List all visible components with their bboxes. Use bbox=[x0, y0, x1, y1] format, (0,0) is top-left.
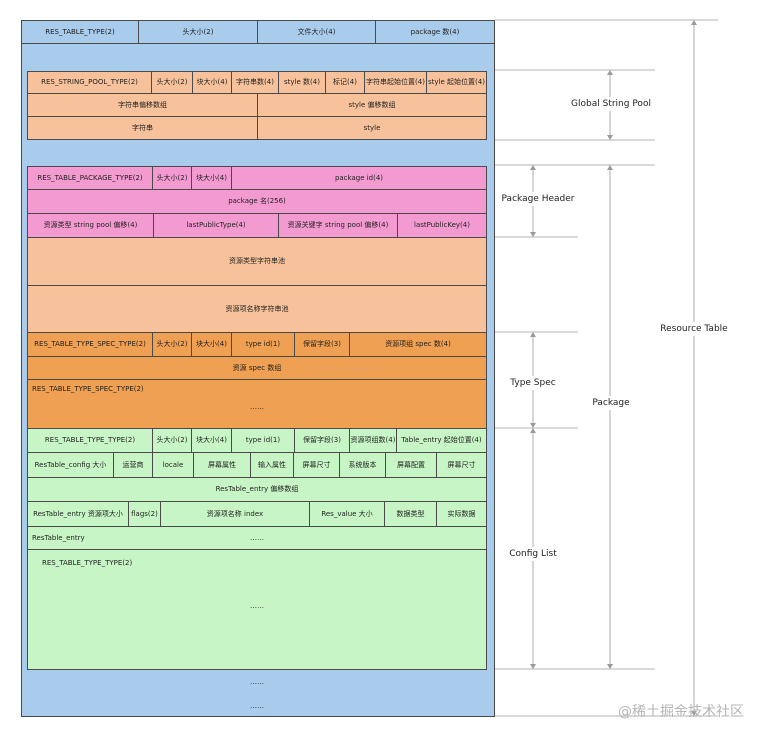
entry-flags: flags(2) bbox=[128, 501, 161, 527]
pkg-key-strings-offset: 资源关键字 string pool 偏移(4) bbox=[278, 213, 398, 238]
cfg-sdk-version: 系统版本 bbox=[339, 452, 386, 478]
cfg-carrier: 运营商 bbox=[113, 452, 153, 478]
spec-ellipsis: …… bbox=[250, 403, 264, 411]
header-res-table-type: RES_TABLE_TYPE(2) bbox=[21, 20, 139, 44]
cfg-config-size: ResTable_config 大小 bbox=[27, 452, 114, 478]
cfg-type: RES_TABLE_TYPE_TYPE(2) bbox=[27, 428, 153, 453]
spec-entry-count: 资源项组 spec 数(4) bbox=[349, 332, 487, 357]
label-resource-table: Resource Table bbox=[660, 322, 728, 336]
label-global-string-pool: Global String Pool bbox=[571, 97, 651, 111]
value-size: Res_value 大小 bbox=[309, 501, 385, 527]
cfg-reserved: 保留字段(3) bbox=[294, 428, 350, 453]
table-trailing-ellipsis-1: …… bbox=[250, 678, 264, 686]
label-config-list: Config List bbox=[509, 547, 557, 561]
faint-watermark: http://blog.csdn.net/... bbox=[318, 366, 385, 373]
header-package-count: package 数(4) bbox=[375, 20, 495, 44]
header-file-size: 文件大小(4) bbox=[257, 20, 376, 44]
cfg-screen-size-2: 屏幕尺寸 bbox=[436, 452, 487, 478]
cfg-next-ellipsis: …… bbox=[250, 602, 264, 610]
cfg-screen-attr: 屏幕属性 bbox=[193, 452, 251, 478]
cfg-next-title: RES_TABLE_TYPE_TYPE(2) bbox=[42, 559, 133, 567]
key-string-pool: 资源项名称字符串池 bbox=[27, 285, 487, 333]
value-data: 实际数据 bbox=[436, 501, 487, 527]
spec-next-title: RES_TABLE_TYPE_SPEC_TYPE(2) bbox=[32, 385, 144, 393]
value-data-type: 数据类型 bbox=[384, 501, 437, 527]
cfg-screen-config: 屏幕配置 bbox=[385, 452, 437, 478]
table-trailing-ellipsis-2: …… bbox=[250, 702, 264, 710]
gsp-strings: 字符串 bbox=[27, 116, 258, 140]
spec-next-block: RES_TABLE_TYPE_SPEC_TYPE(2) bbox=[27, 379, 487, 429]
type-string-pool: 资源类型字符串池 bbox=[27, 237, 487, 286]
cfg-chunk-size: 块大小(4) bbox=[191, 428, 232, 453]
label-type-spec: Type Spec bbox=[510, 376, 556, 390]
label-package: Package bbox=[592, 396, 630, 410]
gsp-styles: style bbox=[257, 116, 487, 140]
pkg-id: package id(4) bbox=[231, 166, 487, 190]
watermark: @稀土掘金技术社区 bbox=[618, 704, 744, 720]
cfg-next-block: RES_TABLE_TYPE_TYPE(2) bbox=[27, 549, 487, 670]
label-package-header: Package Header bbox=[501, 192, 575, 206]
pkg-chunk-size: 块大小(4) bbox=[191, 166, 232, 190]
cfg-entries-start: Table_entry 起始位置(4) bbox=[396, 428, 487, 453]
cfg-locale: locale bbox=[152, 452, 194, 478]
entry-ellipsis: …… bbox=[250, 534, 264, 542]
